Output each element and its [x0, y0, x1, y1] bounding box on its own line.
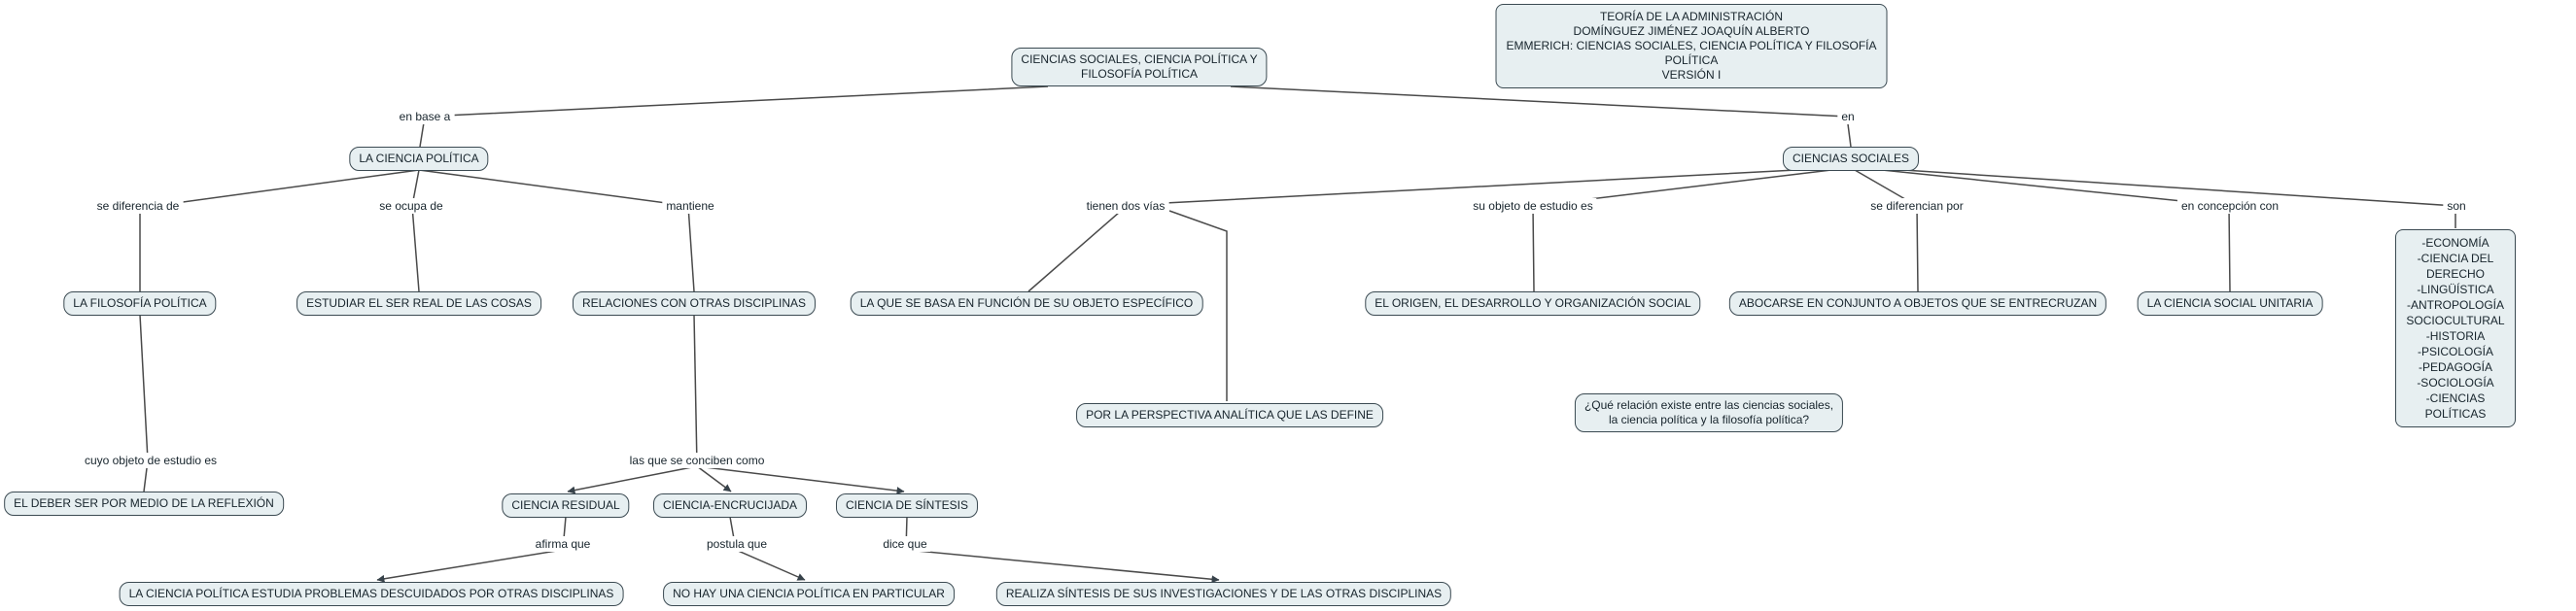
node-la-que-se-basa-en-funcion-objeto[interactable]: LA QUE SE BASA EN FUNCIÓN DE SU OBJETO E…	[850, 291, 1203, 316]
node-el-origen-desarrollo-organizacion[interactable]: EL ORIGEN, EL DESARROLLO Y ORGANIZACIÓN …	[1365, 291, 1701, 316]
node-la-ciencia-social-unitaria[interactable]: LA CIENCIA SOCIAL UNITARIA	[2137, 291, 2323, 316]
node-ciencias-sociales[interactable]: CIENCIAS SOCIALES	[1782, 147, 1920, 171]
node-estudia-problemas-descuidados[interactable]: LA CIENCIA POLÍTICA ESTUDIA PROBLEMAS DE…	[119, 582, 624, 606]
link-label-su-objeto-de-estudio-es[interactable]: su objeto de estudio es	[1469, 198, 1597, 214]
node-root-ciencias-sociales-ciencia-politica[interactable]: CIENCIAS SOCIALES, CIENCIA POLÍTICA Y FI…	[1011, 48, 1268, 86]
link-label-tienen-dos-vias[interactable]: tienen dos vías	[1082, 198, 1169, 214]
node-la-filosofia-politica[interactable]: LA FILOSOFÍA POLÍTICA	[63, 291, 217, 316]
node-ciencia-de-sintesis[interactable]: CIENCIA DE SÍNTESIS	[835, 493, 979, 518]
link-label-afirma-que[interactable]: afirma que	[531, 536, 595, 552]
node-por-la-perspectiva-analitica[interactable]: POR LA PERSPECTIVA ANALÍTICA QUE LAS DEF…	[1076, 403, 1383, 427]
link-label-mantiene[interactable]: mantiene	[662, 198, 718, 214]
node-la-ciencia-politica[interactable]: LA CIENCIA POLÍTICA	[349, 147, 489, 171]
node-relaciones-con-otras-disciplinas[interactable]: RELACIONES CON OTRAS DISCIPLINAS	[572, 291, 817, 316]
link-label-son[interactable]: son	[2443, 198, 2470, 214]
link-label-se-diferencia-de[interactable]: se diferencia de	[92, 198, 184, 214]
node-realiza-sintesis-investigaciones[interactable]: REALIZA SÍNTESIS DE SUS INVESTIGACIONES …	[995, 582, 1452, 606]
link-label-en-concepcion-con[interactable]: en concepción con	[2176, 198, 2283, 214]
link-label-postula-que[interactable]: postula que	[702, 536, 772, 552]
node-pregunta-relacion[interactable]: ¿Qué relación existe entre las ciencias …	[1574, 393, 1844, 432]
node-estudiar-el-ser-real[interactable]: ESTUDIAR EL SER REAL DE LAS COSAS	[296, 291, 541, 316]
node-ciencia-residual[interactable]: CIENCIA RESIDUAL	[502, 493, 630, 518]
header-info-box[interactable]: TEORÍA DE LA ADMINISTRACIÓN DOMÍNGUEZ JI…	[1495, 4, 1888, 88]
link-label-en[interactable]: en	[1837, 109, 1859, 124]
node-ciencia-encrucijada[interactable]: CIENCIA-ENCRUCIJADA	[652, 493, 808, 518]
link-label-se-diferencian-por[interactable]: se diferencian por	[1866, 198, 1967, 214]
link-label-se-ocupa-de[interactable]: se ocupa de	[375, 198, 447, 214]
link-label-en-base-a[interactable]: en base a	[395, 109, 455, 124]
link-label-dice-que[interactable]: dice que	[879, 536, 931, 552]
node-lista-de-ciencias[interactable]: -ECONOMÍA -CIENCIA DEL DERECHO -LINGÜÍST…	[2395, 229, 2516, 427]
link-label-las-que-se-conciben-como[interactable]: las que se conciben como	[625, 453, 769, 468]
node-el-deber-ser-reflexion[interactable]: EL DEBER SER POR MEDIO DE LA REFLEXIÓN	[4, 492, 284, 516]
node-no-hay-ciencia-politica-particular[interactable]: NO HAY UNA CIENCIA POLÍTICA EN PARTICULA…	[663, 582, 955, 606]
node-abocarse-en-conjunto[interactable]: ABOCARSE EN CONJUNTO A OBJETOS QUE SE EN…	[1728, 291, 2107, 316]
link-label-cuyo-objeto-de-estudio-es[interactable]: cuyo objeto de estudio es	[80, 453, 222, 468]
